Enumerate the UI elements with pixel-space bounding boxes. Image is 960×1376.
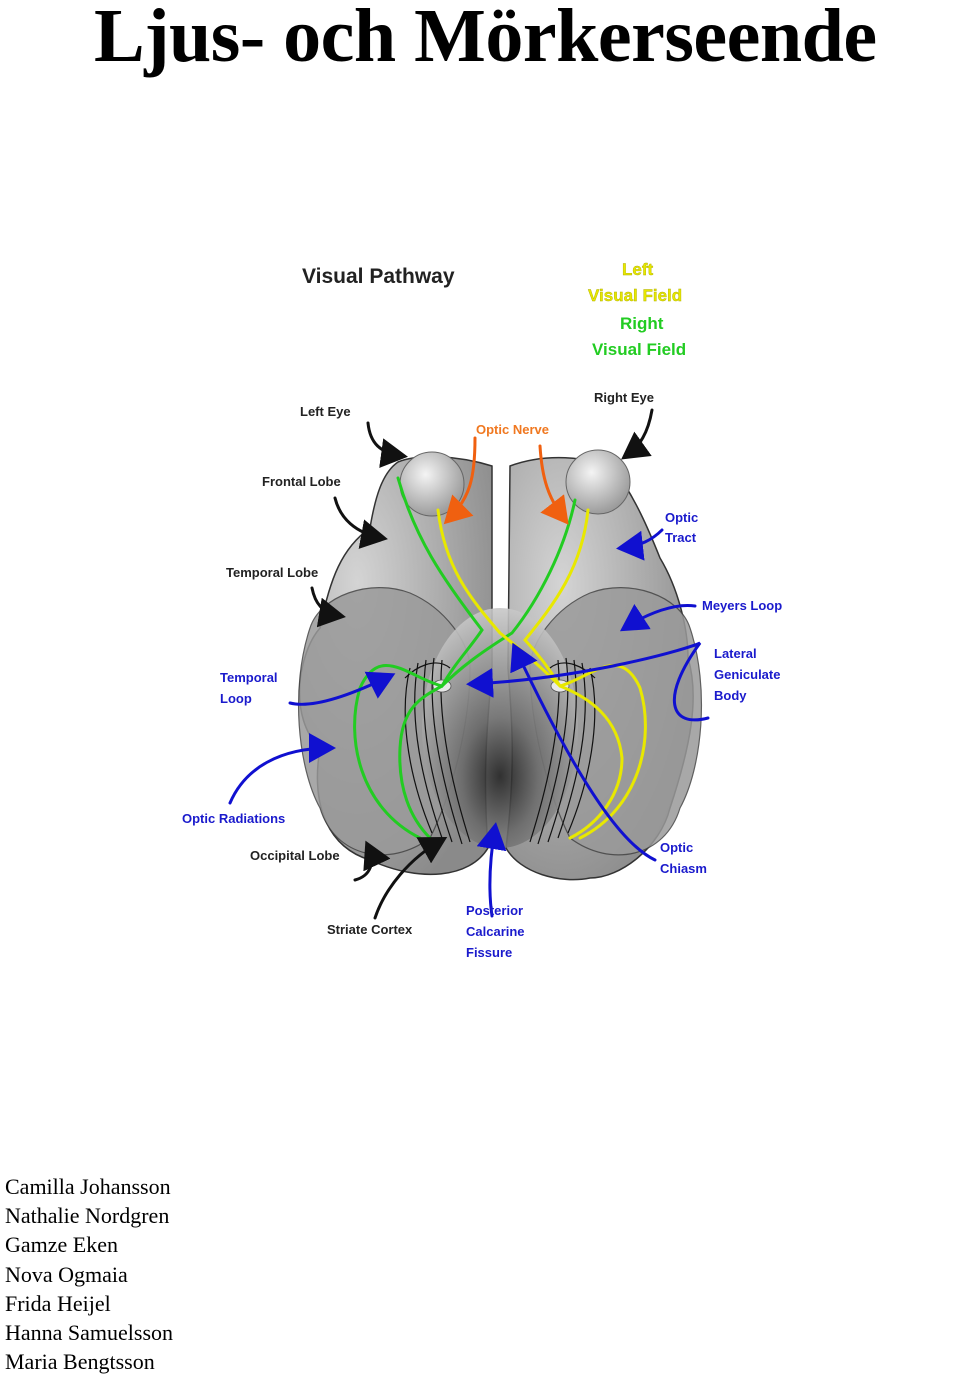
brain-illustration — [298, 449, 702, 881]
label-pcf-3: Fissure — [466, 945, 512, 960]
arrow-occipital-lobe — [353, 840, 391, 882]
author-name: Nova Ogmaia — [5, 1261, 128, 1287]
label-occipital-lobe: Occipital Lobe — [250, 848, 340, 863]
pathway-green-cross — [398, 498, 577, 840]
label-frontal-lobe: Frontal Lobe — [262, 474, 341, 489]
left-eye-ball — [399, 451, 465, 517]
arrow-left-eye — [366, 421, 408, 469]
legend-visual-field-2: Visual Field — [592, 340, 686, 359]
arrow-frontal-lobe — [333, 496, 388, 549]
arrow-meyers-loop — [619, 603, 697, 632]
arrow-posterior-calcarine-fissure — [476, 822, 507, 918]
label-lgb-1: Lateral — [714, 646, 757, 661]
arrow-optic-chiasm — [510, 642, 657, 862]
figure-heading: Visual Pathway — [302, 265, 455, 288]
label-arrows — [228, 408, 710, 920]
label-pcf-2: Calcarine — [466, 924, 525, 939]
label-temporal-loop-1: Temporal — [220, 670, 278, 685]
arrow-striate-cortex — [373, 837, 448, 920]
arrow-right-eye — [621, 408, 654, 460]
legend-right: Right — [620, 314, 664, 333]
label-meyers-loop: Meyers Loop — [702, 598, 782, 613]
label-temporal-loop-2: Loop — [220, 691, 252, 706]
label-lgb-2: Geniculate — [714, 667, 780, 682]
figure-labels: Visual Pathway Left Visual Field Right V… — [182, 260, 782, 960]
visual-pathway-diagram: Visual Pathway Left Visual Field Right V… — [182, 260, 782, 960]
author-name: Frida Heijel — [5, 1290, 111, 1316]
arrow-optic-radiations — [228, 733, 336, 805]
label-optic-chiasm-1: Optic — [660, 840, 693, 855]
label-left-eye: Left Eye — [300, 404, 351, 419]
arrow-temporal-loop — [288, 671, 396, 706]
author-name: Gamze Eken — [5, 1232, 118, 1258]
visual-pathway-figure: Visual Pathway Left Visual Field Right V… — [170, 248, 810, 968]
arrow-optic-nerve-left — [443, 436, 477, 525]
arrow-optic-tract — [616, 528, 664, 561]
right-eye-ball — [565, 449, 631, 515]
visual-pathways — [353, 476, 647, 840]
label-optic-nerve: Optic Nerve — [476, 422, 549, 437]
legend-visual-field-1: Visual Field — [588, 286, 682, 305]
label-striate-cortex: Striate Cortex — [327, 922, 413, 937]
author-name: Camilla Johansson — [5, 1174, 171, 1199]
author-name: Hanna Samuelsson — [5, 1320, 174, 1346]
arrow-optic-nerve-right — [538, 444, 569, 525]
pathway-green-left — [353, 476, 484, 840]
label-optic-radiations: Optic Radiations — [182, 811, 285, 826]
author-list: Camilla Johansson Nathalie Nordgren Gamz… — [5, 1172, 173, 1376]
label-temporal-lobe: Temporal Lobe — [226, 565, 318, 580]
arrow-lgb — [466, 641, 710, 722]
label-pcf-1: Posterior — [466, 903, 523, 918]
label-optic-tract-2: Tract — [665, 530, 697, 545]
pathway-yellow-left — [436, 508, 647, 840]
legend-left: Left — [622, 260, 654, 279]
arrow-temporal-lobe — [310, 586, 346, 628]
label-lgb-3: Body — [714, 688, 747, 703]
pathway-yellow-cross — [523, 508, 624, 840]
left-striate-folds — [404, 657, 471, 845]
author-name: Nathalie Nordgren — [5, 1203, 170, 1229]
document-title: Ljus- och Mörkerseende — [94, 0, 877, 78]
label-optic-tract-1: Optic — [665, 510, 698, 525]
label-right-eye: Right Eye — [594, 390, 654, 405]
author-name: Maria Bengtsson — [5, 1349, 155, 1375]
label-optic-chiasm-2: Chiasm — [660, 861, 707, 876]
